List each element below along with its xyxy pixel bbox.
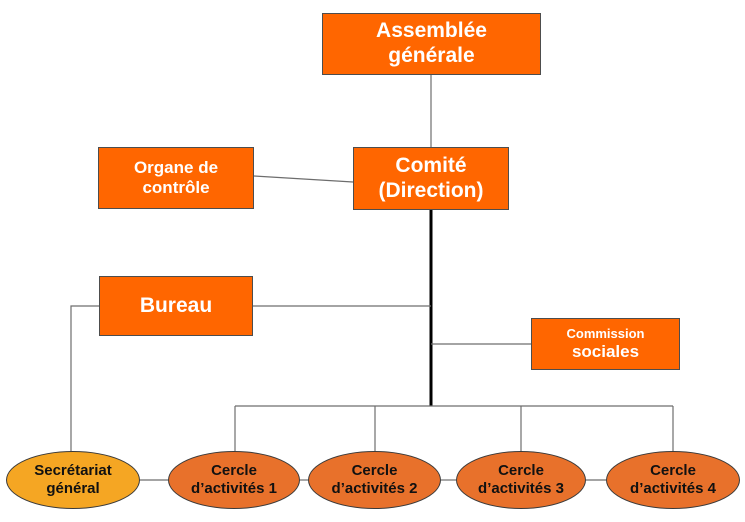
node-organe-line1: Organe de xyxy=(133,157,219,177)
node-cercle-2-line1: Cercle xyxy=(351,462,398,479)
node-commission-line2: sociales xyxy=(571,341,640,361)
node-assemblee-generale: Assemblée générale xyxy=(322,13,541,75)
node-cercle-1-line2: d’activités 1 xyxy=(191,480,277,497)
node-cercle-4-line2: d’activités 4 xyxy=(630,480,716,497)
connector-organe-comite xyxy=(253,175,354,183)
node-cercle-1-line1: Cercle xyxy=(211,462,257,479)
node-assemblee-line1: Assemblée xyxy=(376,19,487,43)
node-cercle-4-line1: Cercle xyxy=(650,462,696,479)
node-cercle-3-line2: d’activités 3 xyxy=(478,480,564,497)
node-secretariat-general: Secrétariat général xyxy=(6,451,140,509)
node-assemblee-line2: générale xyxy=(388,44,475,67)
node-commission-sociales: Commission sociales xyxy=(531,318,680,370)
node-secretariat-line1: Secrétariat xyxy=(34,462,112,479)
node-organe-de-controle: Organe de contrôle xyxy=(98,147,254,209)
node-organe-line2: contrôle xyxy=(142,178,210,197)
node-cercle-activites-1: Cercle d’activités 1 xyxy=(168,451,300,509)
node-bureau: Bureau xyxy=(99,276,253,336)
node-commission-line1: Commission xyxy=(566,326,645,342)
node-cercle-3-line1: Cercle xyxy=(498,462,544,479)
node-comite-line1: Comité xyxy=(395,153,467,177)
node-secretariat-line2: général xyxy=(46,480,100,497)
node-comite-direction: Comité (Direction) xyxy=(353,147,509,210)
node-comite-line2: (Direction) xyxy=(378,178,484,202)
node-cercle-activites-4: Cercle d’activités 4 xyxy=(606,451,740,509)
node-cercle-activites-3: Cercle d’activités 3 xyxy=(456,451,586,509)
node-cercle-2-line2: d’activités 2 xyxy=(331,480,418,497)
connector-bureau-secretariat xyxy=(70,305,99,452)
node-cercle-activites-2: Cercle d’activités 2 xyxy=(308,451,441,509)
node-bureau-label: Bureau xyxy=(139,293,213,317)
